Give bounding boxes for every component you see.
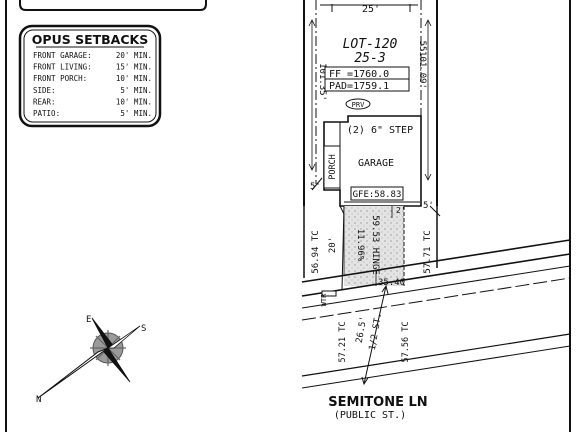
street-curbs bbox=[301, 239, 571, 389]
setback-row-value: 20' MIN. bbox=[116, 51, 152, 60]
compass-rose: N E S bbox=[36, 315, 146, 405]
finished-floor-label: FF =1760.0 bbox=[329, 69, 389, 80]
compass-s-label: S bbox=[141, 324, 146, 334]
street-width-label: 26.5' bbox=[355, 315, 370, 343]
lot-boundary bbox=[303, 0, 438, 278]
garage-label: GARAGE bbox=[358, 158, 394, 169]
two-foot-label: 2' bbox=[396, 206, 406, 215]
setback-row-value: 10' MIN. bbox=[116, 97, 152, 106]
title-block-edge bbox=[19, 0, 207, 11]
pad-elevation-label: PAD=1759.1 bbox=[329, 81, 389, 92]
water-label: WTR bbox=[320, 293, 328, 306]
street-elevation-label: 35.40 bbox=[378, 278, 405, 288]
setback-row-value: 10' MIN. bbox=[116, 74, 152, 83]
water-meter: WTR bbox=[320, 290, 337, 306]
setbacks-table: OPUS SETBACKS FRONT GARAGE:20' MIN.FRONT… bbox=[18, 24, 162, 128]
porch-label: PORCH bbox=[328, 154, 338, 180]
lot-width-label: 25' bbox=[362, 4, 380, 15]
right-side-setback: 5' bbox=[423, 201, 434, 211]
lot-name: LOT-120 bbox=[343, 37, 398, 52]
prv-label: PRV bbox=[352, 101, 365, 109]
half-street-label: 1/2 ST. bbox=[368, 312, 384, 351]
driveway-20-label: 20' bbox=[328, 237, 338, 253]
setback-row-label: FRONT GARAGE: bbox=[33, 51, 92, 60]
setback-row-label: FRONT LIVING: bbox=[33, 63, 92, 72]
lot-width-dimension: 25' bbox=[320, 4, 418, 15]
elevation-box: FF =1760.0 PAD=1759.1 bbox=[324, 66, 410, 92]
street-tc-right: 57.56 TC bbox=[401, 322, 411, 363]
street-elevation: 35.40 bbox=[375, 270, 405, 288]
garage-floor-elevation: GFE:58.83 bbox=[353, 190, 402, 200]
hinge-label: 59.53 HINGE bbox=[370, 215, 380, 275]
setback-row-value: 15' MIN. bbox=[116, 63, 152, 72]
lot-block: 25-3 bbox=[354, 51, 385, 66]
house-footprint: PORCH (2) 6" STEP GARAGE GFE:58.83 bbox=[311, 115, 441, 217]
left-tc-label: 56.94 TC bbox=[311, 230, 321, 273]
setback-row-label: FRONT PORCH: bbox=[33, 74, 87, 83]
compass-needle-north bbox=[37, 347, 109, 399]
setback-row-value: 5' MIN. bbox=[120, 86, 152, 95]
left-depth-dimension: 101.35' bbox=[308, 19, 327, 171]
right-depth-dimension: 101.09' 55 bbox=[417, 19, 432, 181]
step-label: (2) 6" STEP bbox=[347, 125, 413, 136]
top-right-number: 55 bbox=[417, 41, 427, 52]
left-side-setback: 5' bbox=[310, 182, 321, 192]
left-depth-label: 101.35' bbox=[317, 63, 327, 101]
setbacks-title: OPUS SETBACKS bbox=[32, 32, 148, 47]
prv-marker: PRV bbox=[345, 98, 371, 110]
setback-row-value: 5' MIN. bbox=[120, 109, 152, 118]
street-width-dimension: 26.5' 1/2 ST. bbox=[355, 284, 389, 386]
setbacks-rows: FRONT GARAGE: 20' MIN. FRONT LIVING: 15' MI… bbox=[33, 51, 152, 118]
street-name: SEMITONE LN bbox=[328, 395, 427, 410]
compass-e-label: E bbox=[86, 315, 91, 325]
setback-row-label: PATIO: bbox=[33, 109, 60, 118]
right-tc-label: 57.71 TC bbox=[423, 230, 433, 273]
setback-row-label: SIDE: bbox=[33, 86, 56, 95]
setback-row-label: REAR: bbox=[33, 97, 56, 106]
street-type: (PUBLIC ST.) bbox=[334, 410, 406, 421]
driveway-slope-label: 11.96% bbox=[355, 229, 365, 262]
compass-n-label: N bbox=[36, 395, 41, 405]
right-depth-label: 101.09' bbox=[417, 51, 427, 89]
street-tc-left: 57.21 TC bbox=[338, 322, 348, 363]
driveway: 20' 11.96% 59.53 HINGE 2' bbox=[328, 205, 406, 291]
